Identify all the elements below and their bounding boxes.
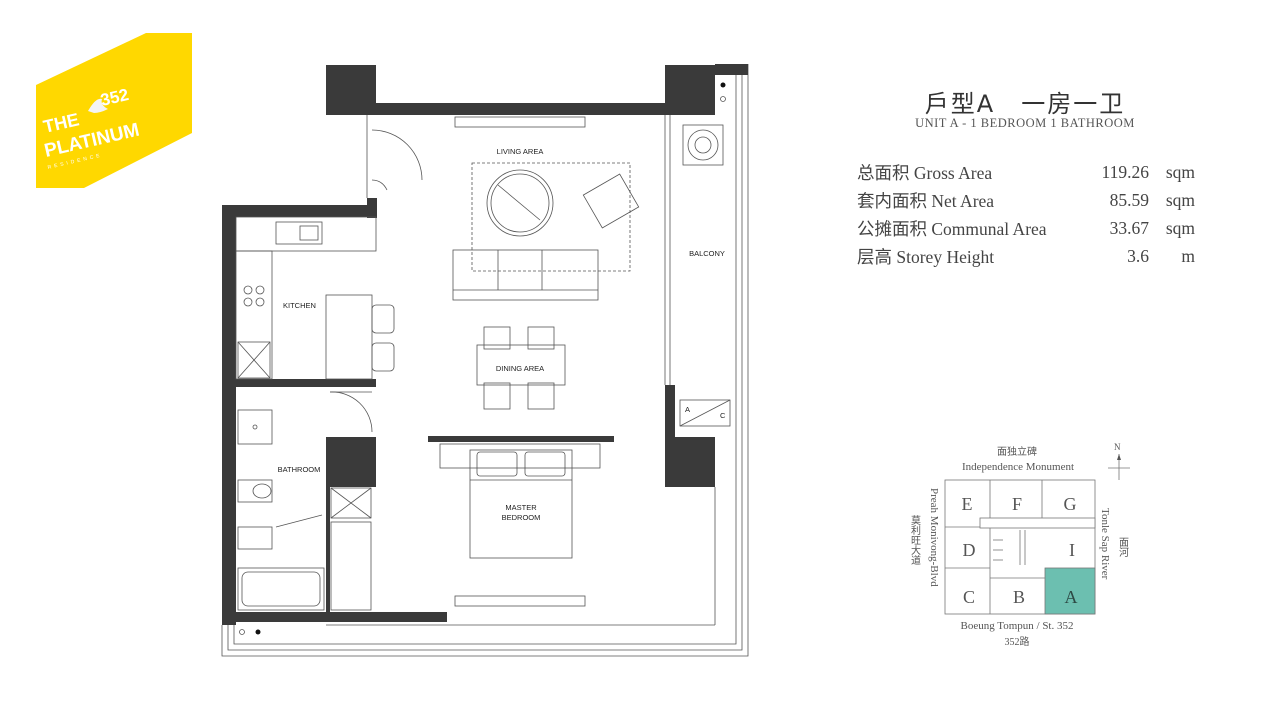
spec-label: 公摊面积 Communal Area [857, 218, 1047, 239]
balcony-glazing [239, 82, 731, 635]
spec-row-communal: 公摊面积 Communal Area 33.67 sqm [857, 214, 1195, 242]
unit-d: D [963, 540, 976, 560]
window-bedroom [454, 595, 586, 607]
entrance-door [366, 115, 423, 198]
site-bottom-en: Boeung Tompun / St. 352 [960, 620, 1073, 632]
walls [222, 64, 748, 625]
spec-value: 85.59 [1109, 189, 1149, 210]
spec-row-net: 套内面积 Net Area 85.59 sqm [857, 186, 1195, 214]
spec-value: 119.26 [1101, 161, 1149, 182]
site-top-cn: 面独立碑 [997, 445, 1037, 458]
north-label: N [1114, 442, 1121, 452]
spec-value: 33.67 [1109, 217, 1149, 238]
unit-a-highlight [1044, 567, 1096, 615]
outdoor-unit-fan-icon [687, 129, 719, 161]
label-ac-c: C [720, 411, 726, 420]
spec-table: 总面积 Gross Area 119.26 sqm 套内面积 Net Area … [857, 158, 1195, 270]
spec-label: 套内面积 Net Area [857, 190, 995, 211]
label-living-area: LIVING AREA [497, 147, 544, 156]
site-left-cn: 莫利旺大道 [909, 515, 921, 565]
unit-title-cn: 戶型A 一房一卫 [924, 90, 1126, 118]
spec-unit: sqm [1165, 217, 1195, 238]
unit-g: G [1064, 494, 1077, 514]
label-kitchen: KITCHEN [283, 301, 316, 310]
spec-label: 总面积 Gross Area [857, 162, 993, 183]
site-key-plan: 面独立碑 Independence Monument N E F G D I C… [909, 442, 1130, 648]
unit-i: I [1069, 540, 1075, 560]
logo-background [36, 33, 192, 188]
kitchen-fixtures [235, 216, 395, 380]
label-master: MASTER [505, 503, 537, 512]
spec-row-gross: 总面积 Gross Area 119.26 sqm [857, 158, 1195, 186]
spec-row-height: 层高 Storey Height 3.6 m [857, 242, 1195, 270]
unit-c: C [963, 587, 975, 607]
bedroom-furniture [439, 443, 601, 559]
unit-b: B [1013, 587, 1025, 607]
unit-e: E [962, 494, 973, 514]
spec-unit: m [1181, 245, 1195, 266]
label-dining-area: DINING AREA [496, 364, 544, 373]
label-balcony: BALCONY [689, 249, 725, 258]
logo: 352 THE PLATINUM RESIDENCE [36, 33, 192, 188]
label-bedroom: BEDROOM [502, 513, 541, 522]
site-right-cn: 面河 [1117, 537, 1129, 557]
site-bottom-cn: 352路 [1005, 635, 1030, 648]
dining-furniture [476, 326, 566, 410]
site-right-en: Tonle Sap River [1099, 508, 1111, 580]
bathroom-fixtures [237, 391, 373, 611]
living-furniture [452, 162, 640, 301]
unit-title-en: UNIT A - 1 BEDROOM 1 BATHROOM [915, 116, 1135, 130]
spec-value: 3.6 [1127, 245, 1149, 266]
window-living [454, 116, 586, 128]
unit-a: A [1065, 587, 1078, 607]
spec-unit: sqm [1165, 189, 1195, 210]
unit-f: F [1012, 494, 1022, 514]
dove-icon [88, 98, 108, 113]
site-left-en: Preah Monivong-Blvd [928, 488, 940, 587]
label-ac-a: A [685, 405, 690, 414]
spec-unit: sqm [1165, 161, 1195, 182]
outer-boundary [221, 64, 749, 657]
spec-label: 层高 Storey Height [857, 246, 995, 267]
north-arrow-icon: N [1108, 442, 1130, 480]
label-bathroom: BATHROOM [278, 465, 321, 474]
ac-unit-box [679, 399, 731, 427]
site-top-en: Independence Monument [962, 461, 1074, 473]
